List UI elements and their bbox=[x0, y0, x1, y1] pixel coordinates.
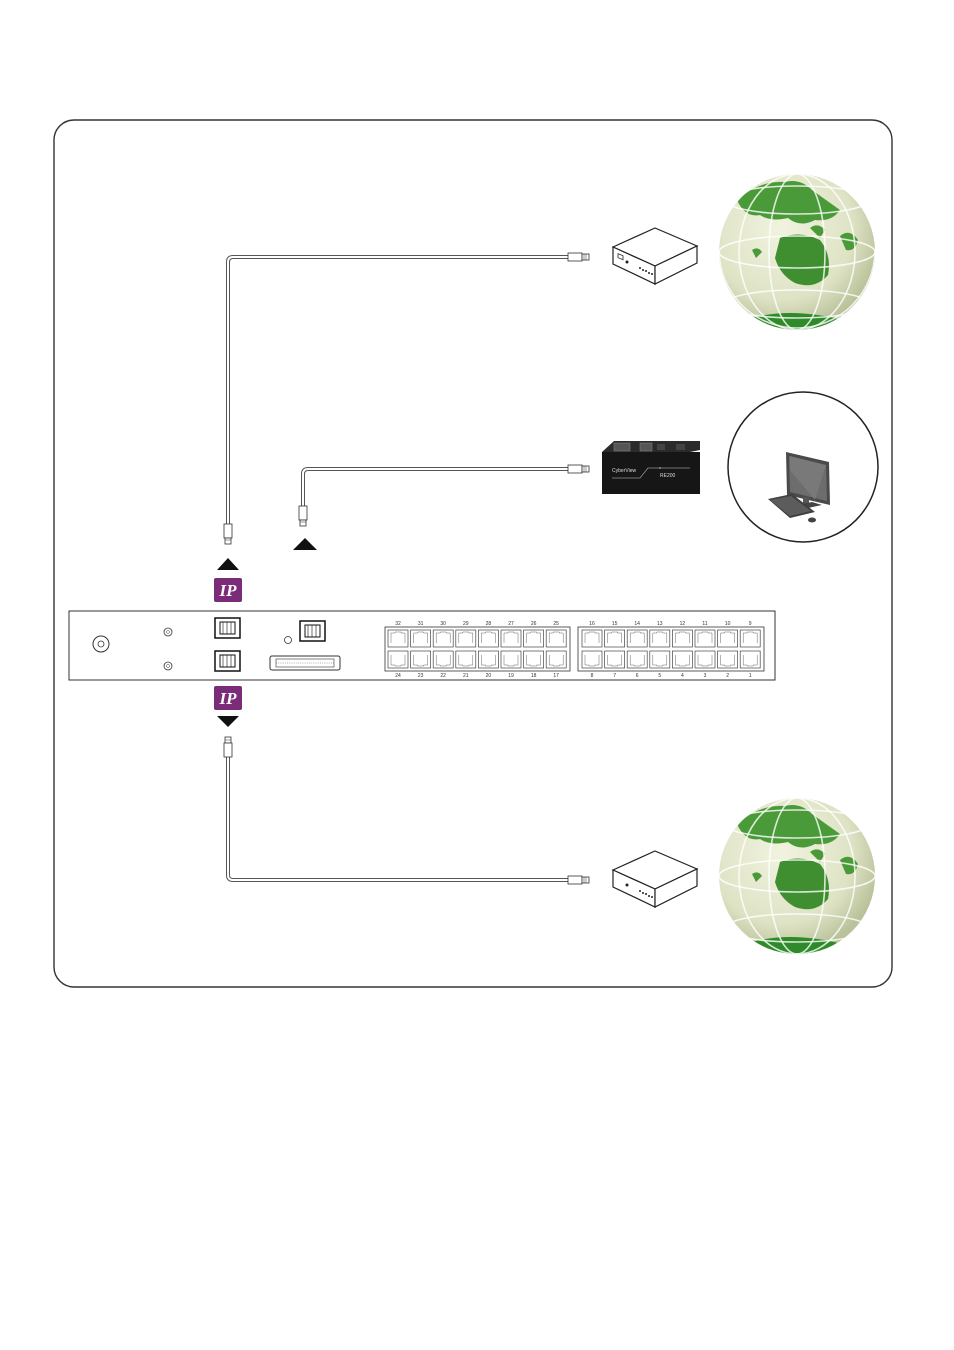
switch-port-label: 14 bbox=[634, 621, 640, 627]
computer-icon bbox=[728, 392, 878, 542]
switch-port-label: 5 bbox=[658, 673, 661, 679]
ip-badge-top: IP bbox=[214, 578, 242, 602]
switch-port-label: 2 bbox=[726, 673, 729, 679]
switch-port-label: 31 bbox=[418, 621, 424, 627]
switch-port-label: 8 bbox=[591, 673, 594, 679]
globe-icon bbox=[719, 174, 875, 340]
switch-port-label: 19 bbox=[508, 673, 514, 679]
switch-port-label: 15 bbox=[612, 621, 618, 627]
globe-icon bbox=[719, 798, 875, 964]
switch-port-label: 22 bbox=[440, 673, 446, 679]
switch-port-label: 25 bbox=[553, 621, 559, 627]
db-connector bbox=[270, 656, 340, 670]
switch-port-label: 32 bbox=[395, 621, 401, 627]
switch-port-label: 26 bbox=[531, 621, 537, 627]
extender-model: RE200 bbox=[660, 473, 676, 479]
switch-port-label: 21 bbox=[463, 673, 469, 679]
switch-port-label: 9 bbox=[749, 621, 752, 627]
modem-icon bbox=[613, 851, 697, 907]
ip-badge-top-label: IP bbox=[219, 581, 238, 600]
switch-port-label: 23 bbox=[418, 673, 424, 679]
switch-port-label: 1 bbox=[749, 673, 752, 679]
ip-badge-bottom: IP bbox=[214, 686, 242, 710]
switch-port-label: 7 bbox=[613, 673, 616, 679]
reset-button bbox=[285, 637, 292, 644]
lan-port-2 bbox=[215, 651, 240, 671]
arrow-down-icon bbox=[217, 716, 239, 727]
arrow-up-icon bbox=[293, 538, 317, 550]
switch-port-label: 28 bbox=[486, 621, 492, 627]
switch-port-label: 4 bbox=[681, 673, 684, 679]
rj45-plug-icon bbox=[568, 465, 589, 473]
switch-port-label: 11 bbox=[702, 621, 707, 627]
cable-bottom-modem bbox=[228, 755, 572, 880]
switch-port-label: 27 bbox=[508, 621, 514, 627]
rj45-plug-icon bbox=[299, 506, 307, 526]
extender-brand: CyberView bbox=[612, 468, 636, 474]
switch-port-label: 24 bbox=[395, 673, 401, 679]
switch-port-label: 16 bbox=[589, 621, 595, 627]
console-port bbox=[300, 621, 325, 641]
rj45-plug-icon bbox=[224, 737, 232, 757]
switch-port-label: 20 bbox=[486, 673, 492, 679]
switch-port-label: 18 bbox=[531, 673, 537, 679]
rj45-plug-icon bbox=[224, 524, 232, 544]
lan-port-1 bbox=[215, 618, 240, 638]
rj45-plug-icon bbox=[568, 253, 589, 261]
ip-badge-bottom-label: IP bbox=[219, 689, 238, 708]
rj45-plug-icon bbox=[568, 876, 589, 884]
switch-port-label: 12 bbox=[680, 621, 686, 627]
switch-port-label: 3 bbox=[704, 673, 707, 679]
switch-port-label: 30 bbox=[440, 621, 446, 627]
arrow-up-icon bbox=[217, 558, 239, 570]
cable-top-modem bbox=[228, 257, 572, 530]
switch-port-label: 17 bbox=[553, 673, 559, 679]
switch-port-label: 13 bbox=[657, 621, 663, 627]
modem-icon bbox=[613, 228, 697, 284]
switch-port-label: 10 bbox=[725, 621, 731, 627]
cable-extender bbox=[303, 469, 572, 510]
switch-port-label: 29 bbox=[463, 621, 469, 627]
kvm-extender-icon: CyberView RE200 bbox=[602, 441, 700, 494]
switch-port-label: 6 bbox=[636, 673, 639, 679]
